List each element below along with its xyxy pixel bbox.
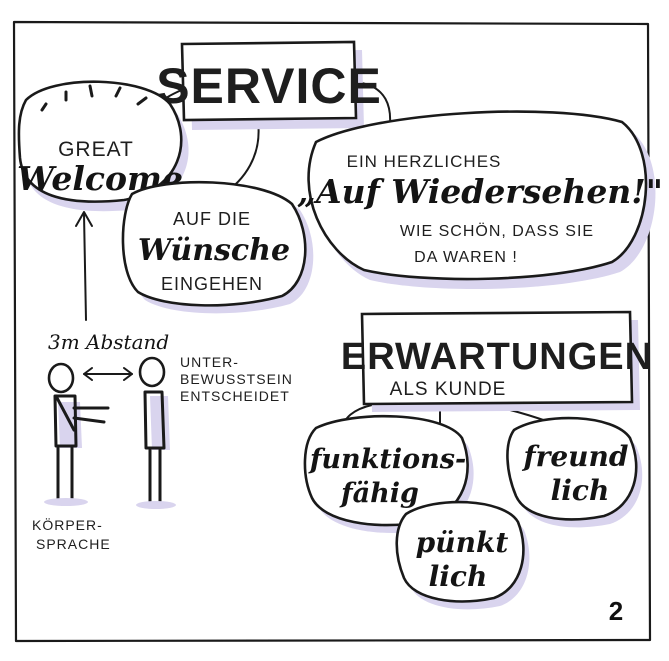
functional-line2: fähig — [339, 478, 419, 509]
expectation-functional-blob: funktions- fähig — [303, 414, 474, 533]
punctual-line2: lich — [429, 560, 488, 593]
friendly-line1: freund — [522, 440, 629, 473]
expectations-title: ERWARTUNGEN — [341, 336, 653, 378]
service-title: SERVICE — [156, 58, 382, 114]
wiedersehen-line1: EIN HERZLICHES — [347, 152, 502, 171]
body-language-line2: SPRACHE — [36, 536, 111, 552]
person-right-shadow — [136, 501, 176, 509]
wuensche-line3: EINGEHEN — [161, 274, 263, 294]
wiedersehen-line3: WIE SCHÖN, DASS SIE — [400, 222, 594, 240]
wuensche-line2: Wünsche — [138, 233, 290, 268]
expectation-friendly-blob: freund lich — [506, 416, 643, 528]
unconscious-line1: UNTER- — [180, 354, 239, 370]
friendly-line2: lich — [551, 474, 610, 507]
page-number: 2 — [609, 596, 623, 626]
service-box: SERVICE — [156, 40, 382, 130]
person-right-icon — [138, 356, 170, 504]
functional-line1: funktions- — [308, 444, 466, 475]
person-left-shadow — [44, 498, 88, 506]
wuensche-blob: AUF DIE Wünsche EINGEHEN — [121, 180, 314, 314]
unconscious-line3: ENTSCHEIDET — [180, 388, 290, 404]
expectations-box: ERWARTUNGEN ALS KUNDE — [341, 310, 653, 412]
unconscious-line2: BEWUSSTSEIN — [180, 371, 293, 387]
wiedersehen-line2: „Auf Wiedersehen!" — [297, 172, 663, 211]
great-label: GREAT — [58, 138, 134, 161]
person-left-icon — [47, 362, 110, 502]
wuensche-line1: AUF DIE — [173, 209, 251, 229]
wiedersehen-blob: EIN HERZLICHES „Auf Wiedersehen!" WIE SC… — [297, 110, 663, 290]
punctual-line1: pünkt — [416, 526, 509, 559]
wiedersehen-line4: DA WAREN ! — [414, 249, 518, 266]
double-arrow-icon — [83, 367, 133, 381]
arrow-up-to-welcome — [75, 211, 93, 321]
page-frame — [12, 20, 652, 643]
expectation-punctual-blob: pünkt lich — [395, 500, 530, 610]
expectations-subtitle: ALS KUNDE — [390, 379, 507, 400]
distance-label: 3m Abstand — [48, 330, 169, 354]
body-language-line1: KÖRPER- — [32, 516, 103, 533]
